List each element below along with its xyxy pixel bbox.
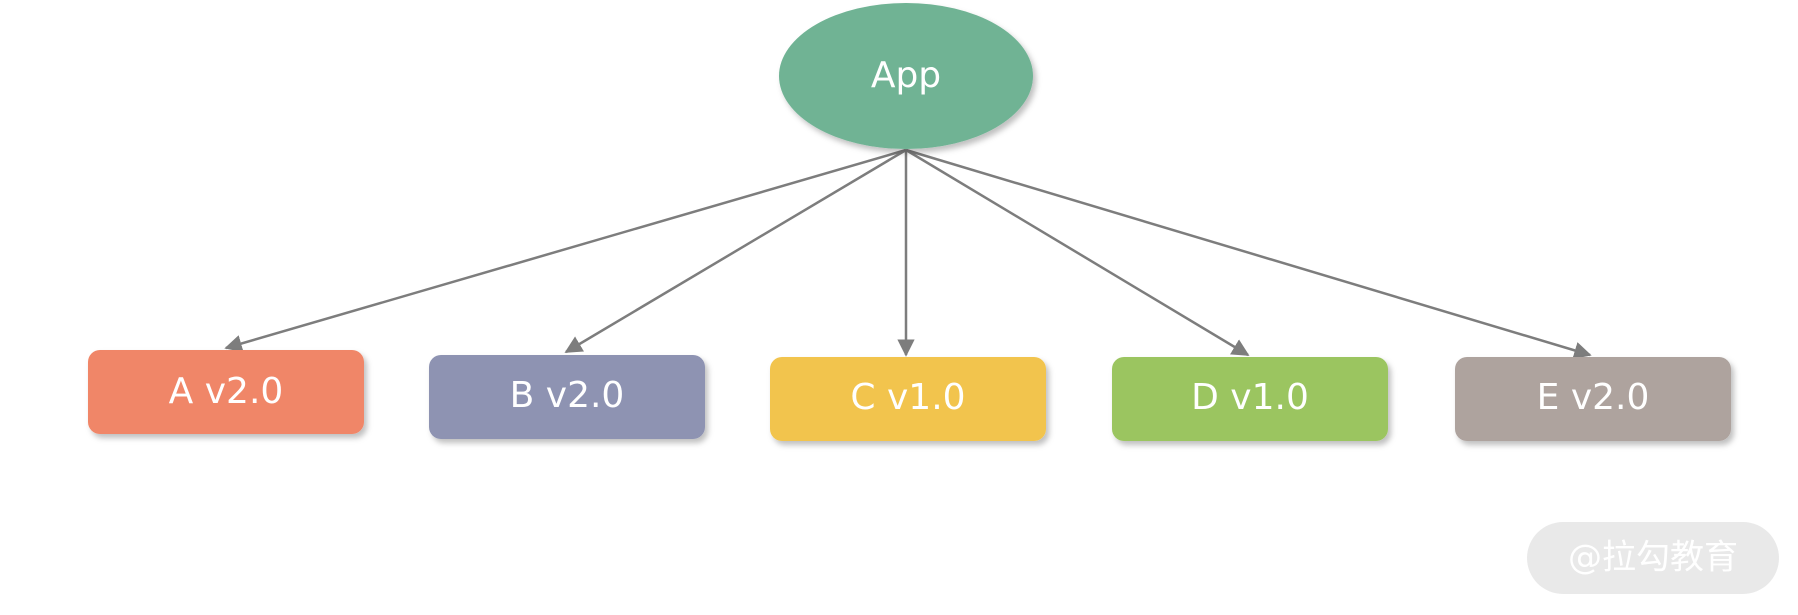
watermark: @拉勾教育	[1527, 522, 1779, 594]
child-node-a-box	[88, 350, 364, 434]
child-node-b-box	[429, 355, 705, 439]
watermark-text: @拉勾教育	[1568, 538, 1738, 578]
child-node-e-label: E v2.0	[1537, 377, 1650, 418]
child-node-c: C v1.0	[770, 357, 1046, 441]
child-node-d-box	[1112, 357, 1388, 441]
root-node-app: App	[779, 3, 1033, 149]
edges	[224, 148, 1592, 359]
child-node-c-label: C v1.0	[850, 377, 965, 418]
child-node-e: E v2.0	[1455, 357, 1731, 441]
root-node-label: App	[871, 55, 941, 96]
edge-app-to-d	[905, 148, 1250, 357]
edge-app-to-a	[224, 148, 907, 352]
child-node-a-label: A v2.0	[169, 371, 284, 412]
watermark-badge	[1527, 522, 1779, 594]
child-node-c-box	[770, 357, 1046, 441]
child-node-e-box	[1455, 357, 1731, 441]
child-node-b: B v2.0	[429, 355, 705, 439]
child-node-d: D v1.0	[1112, 357, 1388, 441]
child-node-b-label: B v2.0	[510, 375, 625, 416]
child-node-a: A v2.0	[88, 350, 364, 434]
child-node-d-label: D v1.0	[1191, 377, 1309, 418]
edge-app-to-b	[564, 148, 907, 354]
edge-app-to-e	[905, 148, 1592, 359]
root-node-shape	[779, 3, 1033, 149]
